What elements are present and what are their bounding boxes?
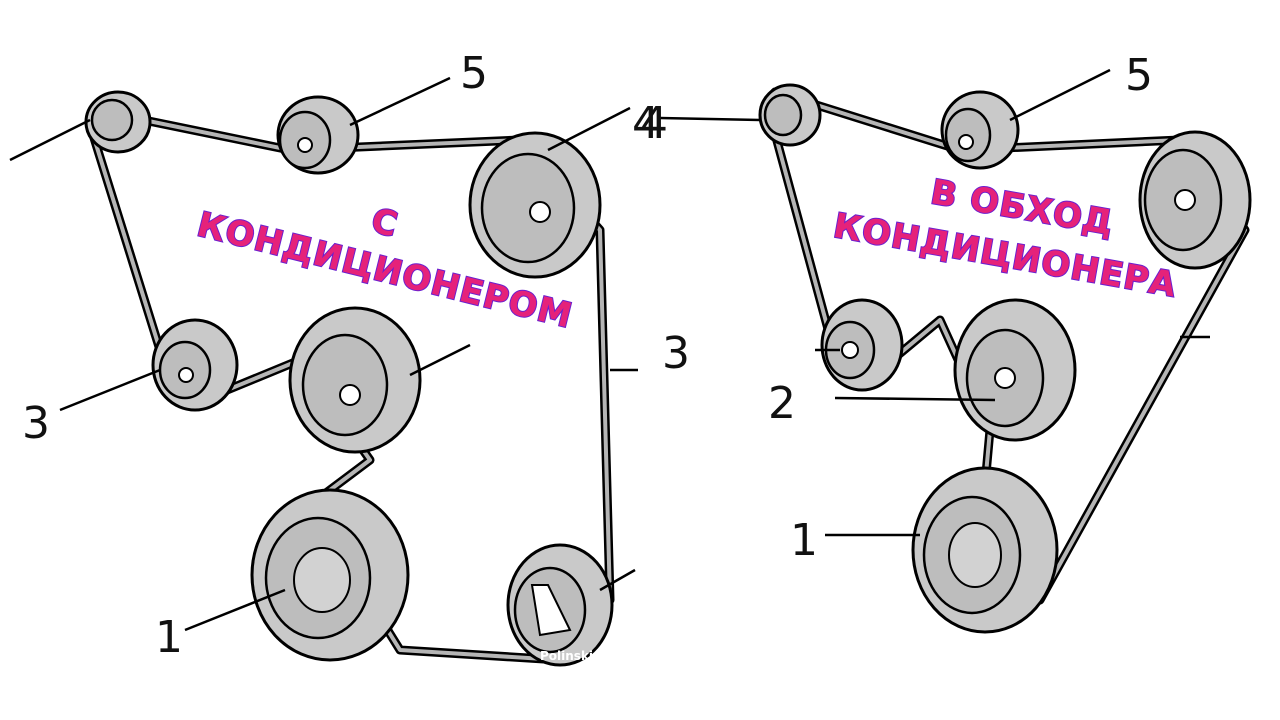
left-lead-1 (184, 588, 286, 632)
right-top-idler-pulley (940, 90, 1020, 170)
right-tensioner-pulley (820, 298, 904, 392)
left-label-3-belt: 3 (662, 328, 690, 379)
left-tensioner-pulley (151, 318, 239, 412)
right-top-left-pulley (758, 83, 822, 147)
left-lead-5 (349, 76, 451, 127)
right-label-5: 5 (1125, 50, 1153, 101)
watermark: Polinski для і (540, 649, 632, 663)
left-generator-pulley (506, 543, 614, 667)
left-label-5: 5 (460, 48, 488, 99)
right-compressor-pulley (1138, 130, 1252, 270)
left-water-pump-pulley (288, 306, 422, 454)
left-crank-pulley (250, 488, 410, 662)
left-top-left-pulley (84, 90, 152, 154)
left-lead-top-left (9, 118, 91, 162)
right-water-pump-pulley (953, 298, 1077, 442)
left-lead-3-idler (59, 368, 161, 412)
left-panel: 5 4 3 3 1 С КОНДИЦИОНЕРОМ Polinski для і (9, 48, 690, 667)
left-label-1: 1 (155, 612, 183, 663)
right-label-4: 4 (640, 98, 668, 149)
left-label-3-idler: 3 (22, 398, 50, 449)
left-banner-line1: С (367, 201, 402, 246)
right-crank-pulley (911, 466, 1059, 634)
right-lead-4 (659, 116, 761, 122)
right-belt-inner (768, 90, 1247, 602)
right-lead-5 (1009, 68, 1111, 122)
left-top-idler-pulley (276, 95, 360, 175)
left-lead-gen (599, 568, 636, 592)
left-label-4: 4 (632, 98, 660, 149)
left-lead-4 (547, 106, 631, 152)
right-lead-2 (834, 396, 996, 402)
left-compressor-pulley (468, 131, 602, 279)
right-banner: В ОБХОД КОНДИЦИОНЕРА (829, 171, 1180, 306)
right-label-1: 1 (790, 515, 818, 566)
right-panel: 4 5 2 1 В ОБХОД КОНДИЦИОНЕРА (640, 50, 1252, 634)
left-lead-pump (409, 343, 471, 377)
right-label-2: 2 (768, 378, 796, 429)
